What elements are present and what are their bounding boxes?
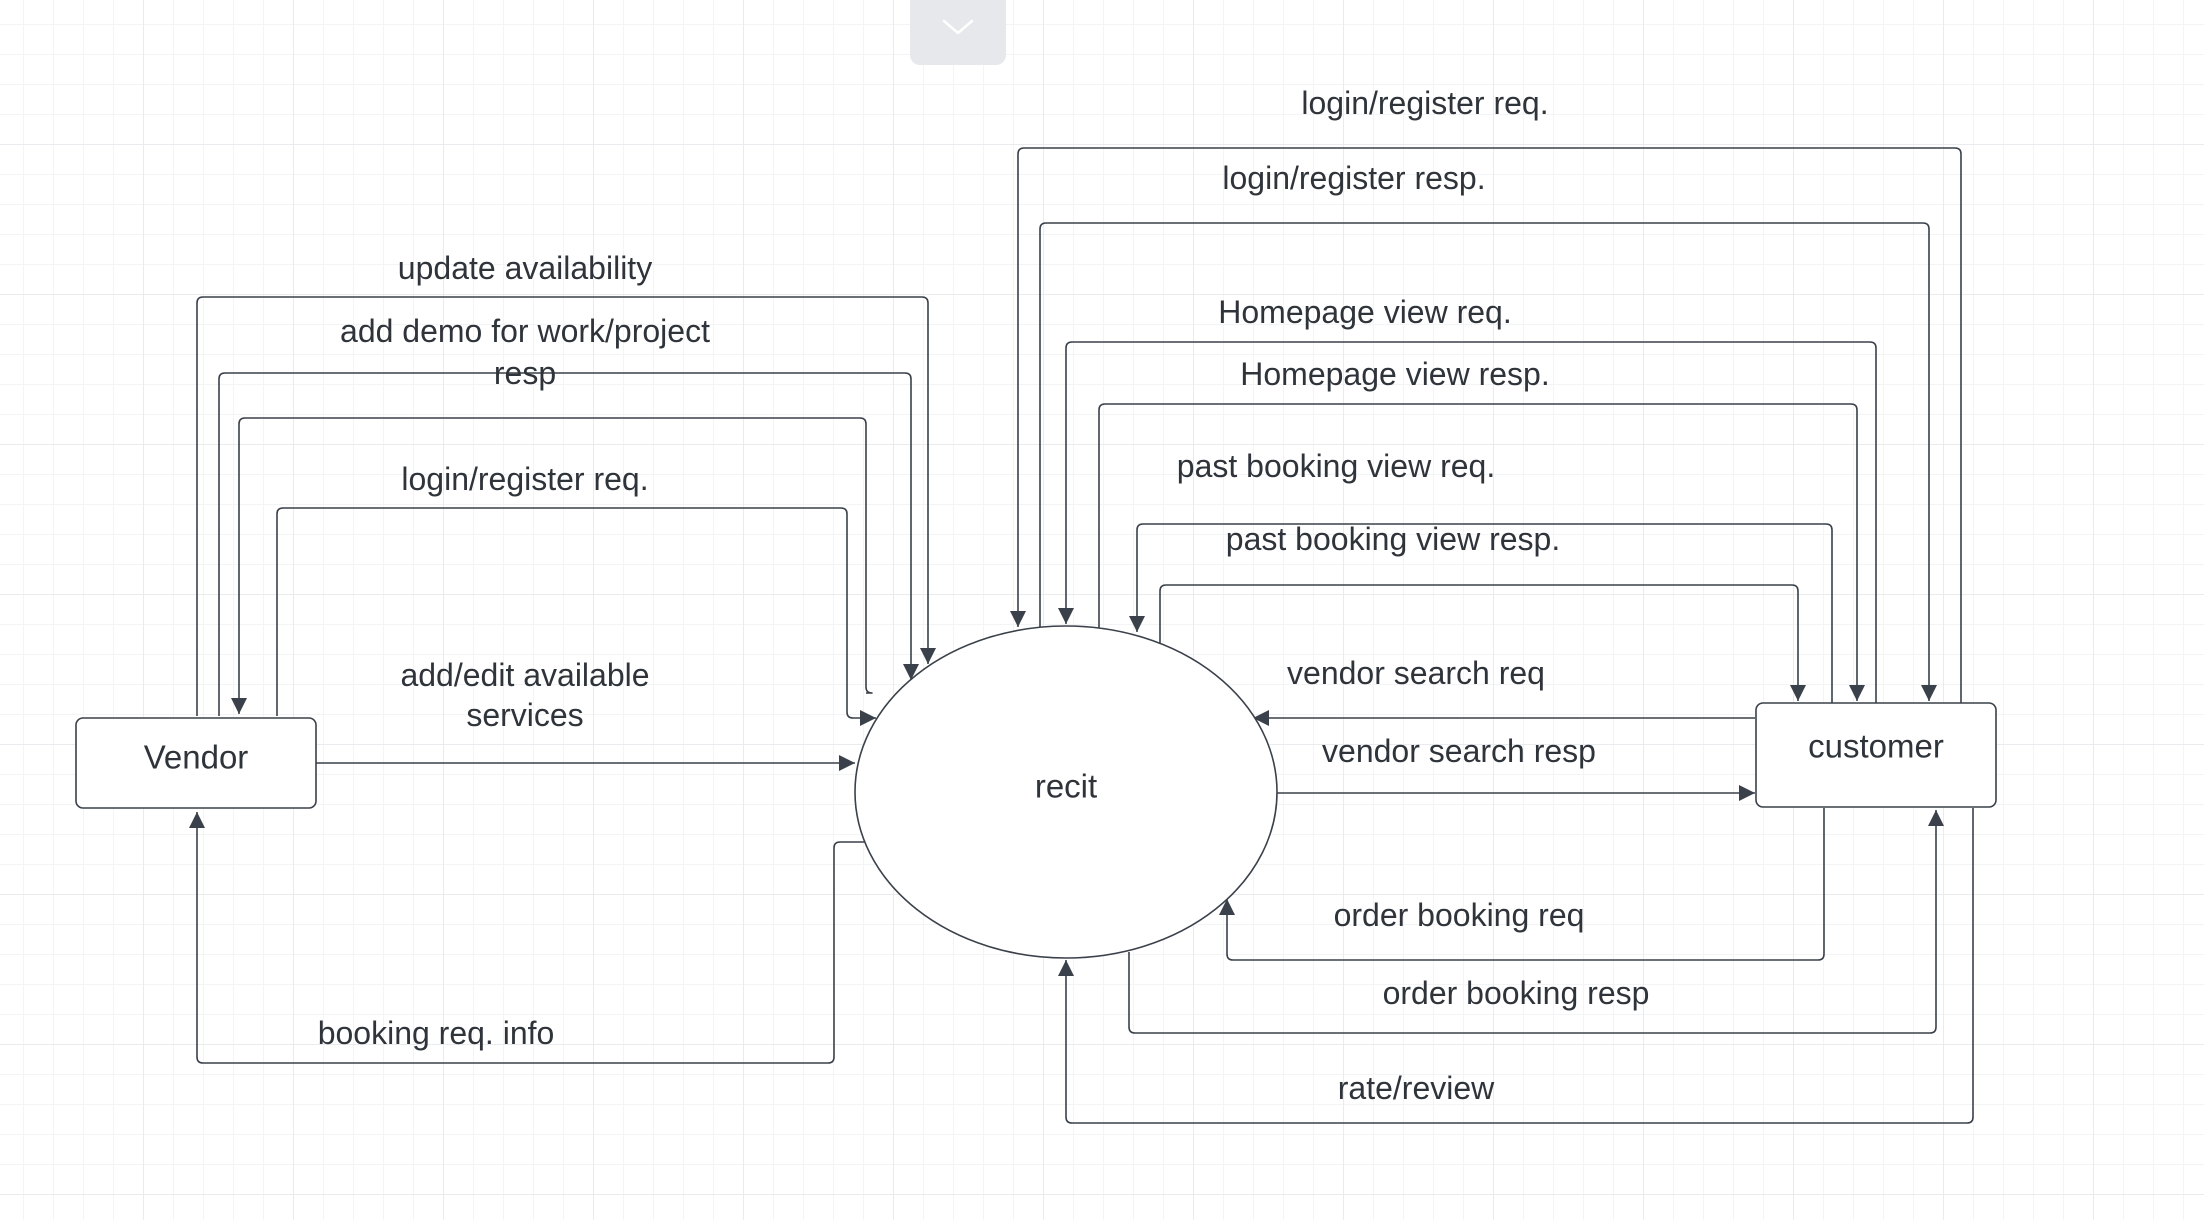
label-customer-login-resp: login/register resp. bbox=[1222, 160, 1485, 196]
edge-order-booking-req[interactable] bbox=[1219, 808, 1825, 961]
edge-homepage-resp[interactable] bbox=[1098, 403, 1865, 701]
edge-homepage-req[interactable] bbox=[1058, 341, 1877, 703]
edge-add-demo-work[interactable] bbox=[218, 372, 919, 716]
edge-rate-review[interactable] bbox=[1058, 808, 1974, 1124]
label-vendor-login-req: login/register req. bbox=[401, 461, 648, 497]
customer-entity-label: customer bbox=[1808, 728, 1944, 765]
label-add-edit-line2: services bbox=[466, 697, 583, 733]
edge-add-demo-resp[interactable] bbox=[231, 417, 873, 714]
edge-past-booking-resp[interactable] bbox=[1159, 584, 1806, 701]
recit-process[interactable]: recit bbox=[854, 625, 1278, 959]
chevron-down-icon bbox=[942, 19, 974, 35]
label-booking-req-info: booking req. info bbox=[318, 1015, 555, 1051]
edge-update-availability[interactable] bbox=[196, 296, 936, 716]
collapse-toolbar-button[interactable] bbox=[910, 0, 1006, 65]
label-update-availability: update availability bbox=[398, 250, 652, 286]
edge-vendor-login-req[interactable] bbox=[276, 507, 876, 726]
label-vendor-search-resp: vendor search resp bbox=[1322, 733, 1596, 769]
label-order-booking-req: order booking req bbox=[1334, 897, 1585, 933]
label-order-booking-resp: order booking resp bbox=[1383, 975, 1650, 1011]
customer-entity[interactable]: customer bbox=[1755, 702, 1997, 808]
edge-customer-login-resp[interactable] bbox=[1039, 222, 1937, 701]
edge-order-booking-resp[interactable] bbox=[1128, 810, 1944, 1034]
label-past-booking-resp: past booking view resp. bbox=[1226, 521, 1560, 557]
label-add-edit-line1: add/edit available bbox=[400, 657, 649, 693]
recit-process-label: recit bbox=[1035, 768, 1097, 805]
edge-past-booking-req[interactable] bbox=[1129, 523, 1833, 703]
label-past-booking-req: past booking view req. bbox=[1177, 448, 1495, 484]
label-homepage-req: Homepage view req. bbox=[1218, 294, 1511, 330]
label-add-demo-line1: add demo for work/project bbox=[340, 313, 710, 349]
label-customer-login-req: login/register req. bbox=[1301, 85, 1548, 121]
label-homepage-resp: Homepage view resp. bbox=[1240, 356, 1549, 392]
label-rate-review: rate/review bbox=[1338, 1070, 1495, 1106]
label-vendor-search-req: vendor search req bbox=[1287, 655, 1545, 691]
edge-customer-login-req[interactable] bbox=[1010, 147, 1962, 703]
vendor-entity[interactable]: Vendor bbox=[75, 717, 317, 809]
label-add-demo-line2: resp bbox=[494, 355, 556, 391]
vendor-entity-label: Vendor bbox=[144, 739, 249, 776]
edge-booking-req-info[interactable] bbox=[189, 812, 868, 1064]
